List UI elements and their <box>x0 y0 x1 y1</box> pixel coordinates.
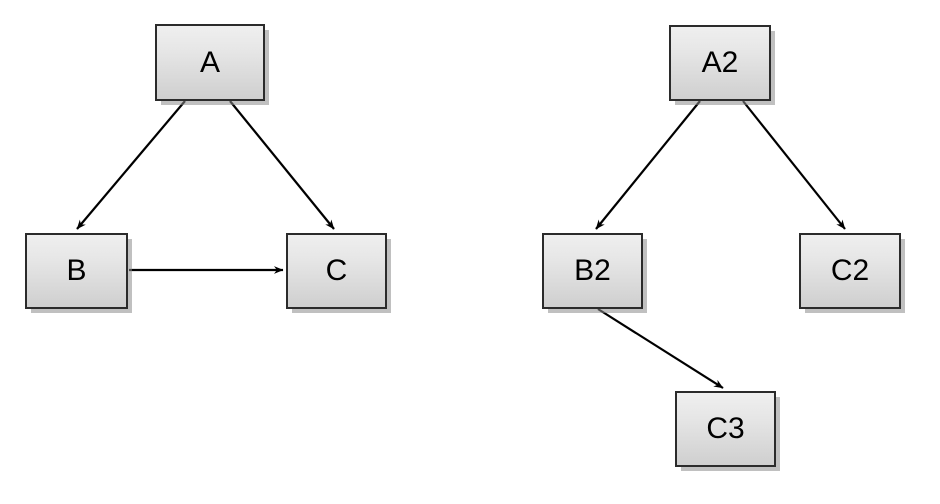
node-a-label: A <box>199 45 220 79</box>
edge-a-to-c <box>229 100 335 230</box>
node-c2-label: C2 <box>830 254 870 287</box>
edge-a-to-b <box>76 100 186 230</box>
node-b2-label: B2 <box>574 254 611 287</box>
node-a2[interactable]: A2 <box>669 25 771 101</box>
edge-a2-to-c2 <box>742 100 846 230</box>
node-c2[interactable]: C2 <box>799 233 901 309</box>
node-a2-label: A2 <box>701 46 739 79</box>
edge-b2-to-c3 <box>597 308 724 389</box>
node-c-label: C <box>325 254 348 287</box>
node-c[interactable]: C <box>286 233 387 309</box>
edge-a2-to-b2 <box>595 100 701 230</box>
node-a[interactable]: A <box>155 24 265 101</box>
node-b-label: B <box>66 254 87 287</box>
node-b2[interactable]: B2 <box>542 233 643 309</box>
edges-graph-left <box>76 100 335 274</box>
edges-graph-right <box>595 100 846 389</box>
node-c3-label: C3 <box>706 412 745 445</box>
node-b[interactable]: B <box>25 233 128 309</box>
node-c3[interactable]: C3 <box>675 391 776 467</box>
